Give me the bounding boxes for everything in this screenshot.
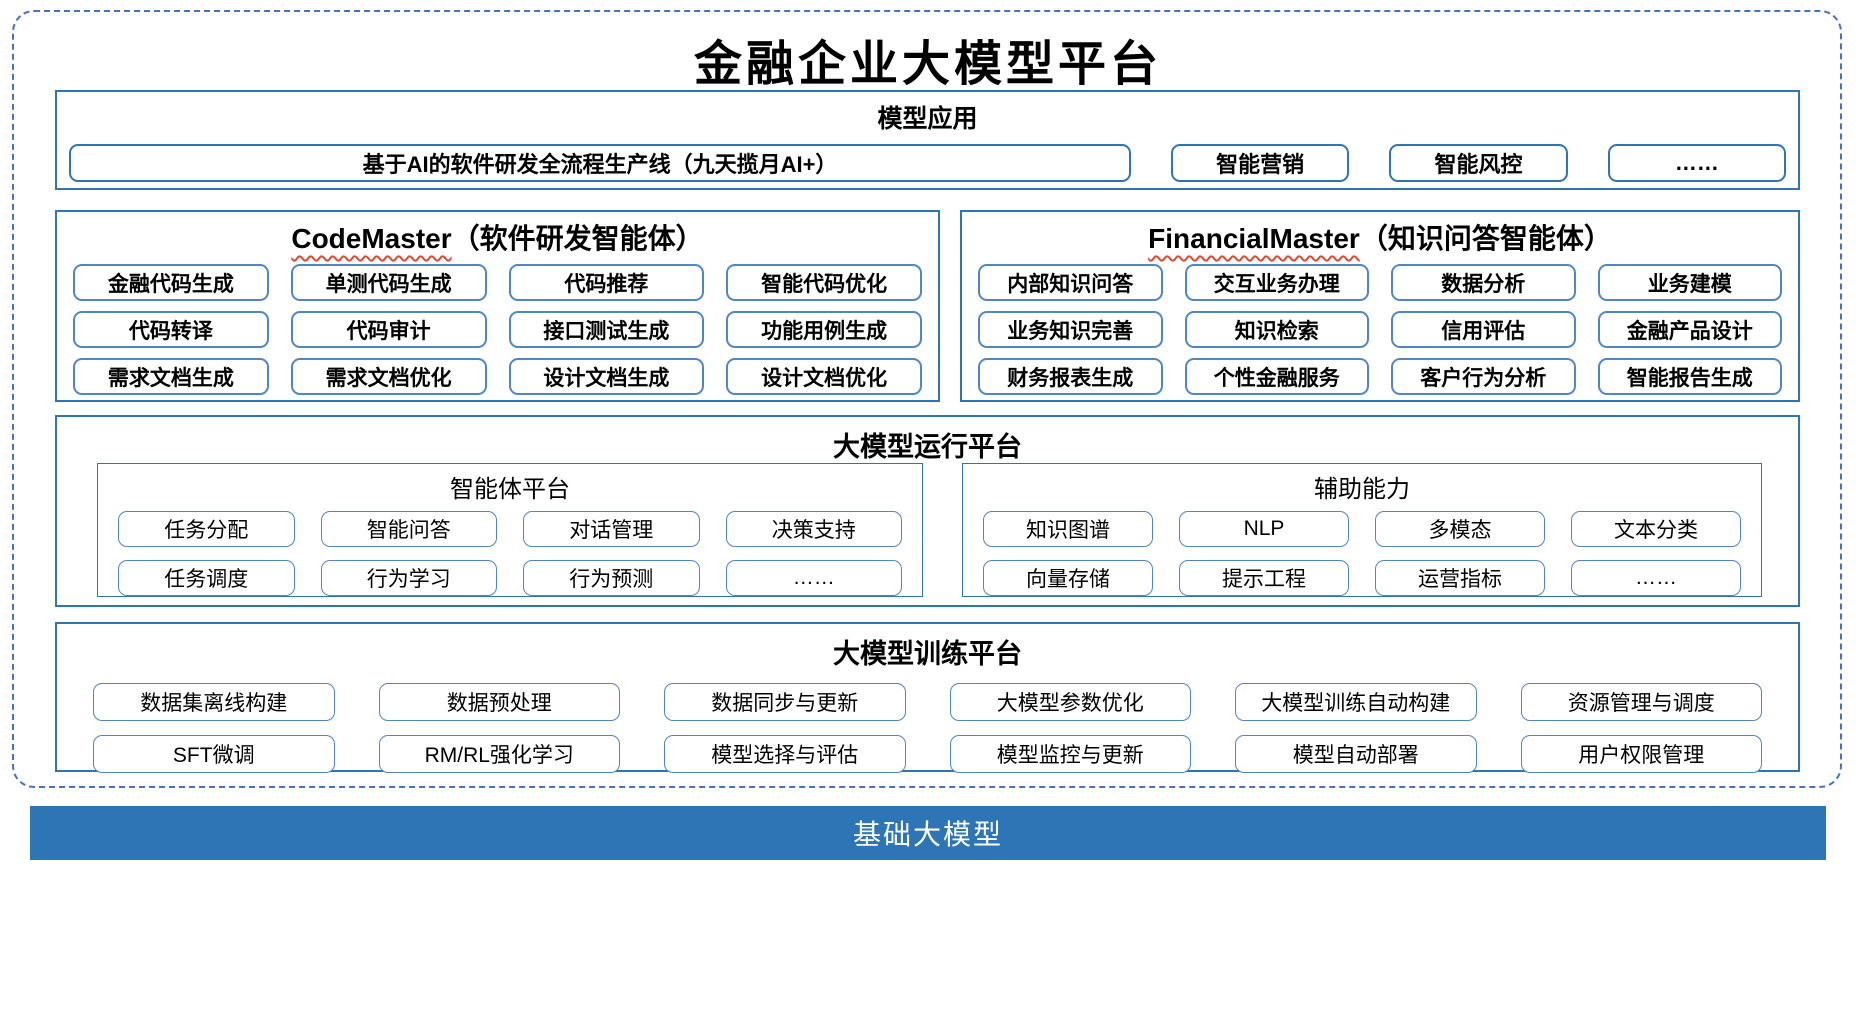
- section-runtime-platform: 大模型运行平台 智能体平台 任务分配 智能问答 对话管理 决策支持 任务调度 行…: [55, 415, 1800, 607]
- aux-ability-title: 辅助能力: [1314, 476, 1410, 503]
- training-item: 用户权限管理: [1520, 735, 1762, 773]
- financialmaster-item: 金融产品设计: [1597, 311, 1782, 348]
- agent-platform-grid: 任务分配 智能问答 对话管理 决策支持 任务调度 行为学习 行为预测 ……: [118, 511, 902, 596]
- training-item: 大模型训练自动构建: [1235, 683, 1477, 721]
- financialmaster-item: 业务知识完善: [978, 311, 1163, 348]
- subpanel-aux-ability: 辅助能力 知识图谱 NLP 多模态 文本分类 向量存储 提示工程 运营指标 ……: [962, 463, 1762, 597]
- section-codemaster: CodeMaster（软件研发智能体） 金融代码生成 单测代码生成 代码推荐 智…: [55, 210, 940, 402]
- section-training-platform: 大模型训练平台 数据集离线构建 数据预处理 数据同步与更新 大模型参数优化 大模…: [55, 622, 1800, 773]
- codemaster-item: 需求文档优化: [290, 358, 487, 395]
- codemaster-item: 需求文档生成: [73, 358, 269, 395]
- agent-platform-item: 决策支持: [725, 511, 902, 547]
- codemaster-grid: 金融代码生成 单测代码生成 代码推荐 智能代码优化 代码转译 代码审计 接口测试…: [73, 264, 922, 395]
- app-box-ellipsis: ……: [1607, 144, 1786, 182]
- platform-dashed-border: [12, 10, 1842, 788]
- section-financialmaster: FinancialMaster（知识问答智能体） 内部知识问答 交互业务办理 数…: [960, 210, 1800, 402]
- model-applications-header: 模型应用: [877, 105, 978, 133]
- agent-platform-item: 任务分配: [118, 511, 295, 547]
- financialmaster-item: 知识检索: [1184, 311, 1369, 348]
- subpanel-agent-platform: 智能体平台 任务分配 智能问答 对话管理 决策支持 任务调度 行为学习 行为预测…: [97, 463, 923, 597]
- aux-ability-item: 文本分类: [1571, 511, 1741, 547]
- agent-platform-item: 行为预测: [523, 560, 700, 596]
- financialmaster-grid: 内部知识问答 交互业务办理 数据分析 业务建模 业务知识完善 知识检索 信用评估…: [978, 264, 1782, 395]
- financialmaster-item: 交互业务办理: [1184, 264, 1369, 301]
- codemaster-item: 设计文档生成: [508, 358, 705, 395]
- model-applications-row: 基于AI的软件研发全流程生产线（九天揽月AI+） 智能营销 智能风控 ……: [57, 144, 1798, 182]
- aux-ability-item: 多模态: [1375, 511, 1545, 547]
- aux-ability-item: 提示工程: [1179, 560, 1349, 596]
- training-platform-grid: 数据集离线构建 数据预处理 数据同步与更新 大模型参数优化 大模型训练自动构建 …: [93, 683, 1762, 773]
- codemaster-item: 代码转译: [73, 311, 269, 348]
- financialmaster-header: FinancialMaster（知识问答智能体）: [962, 217, 1798, 257]
- training-item: 大模型参数优化: [949, 683, 1191, 721]
- training-item: 数据集离线构建: [93, 683, 335, 721]
- aux-ability-item: 知识图谱: [983, 511, 1153, 547]
- agent-platform-item: 行为学习: [320, 560, 497, 596]
- codemaster-item: 单测代码生成: [290, 264, 487, 301]
- training-platform-header: 大模型训练平台: [833, 639, 1022, 669]
- agent-platform-item-ellipsis: ……: [725, 560, 902, 596]
- aux-ability-item: NLP: [1179, 511, 1349, 547]
- codemaster-name-en: CodeMaster: [291, 223, 452, 254]
- diagram-title: 金融企业大模型平台: [693, 36, 1162, 92]
- aux-ability-grid: 知识图谱 NLP 多模态 文本分类 向量存储 提示工程 运营指标 ……: [983, 511, 1741, 596]
- app-box: 智能营销: [1171, 144, 1350, 182]
- codemaster-item: 代码审计: [290, 311, 487, 348]
- financialmaster-item: 个性金融服务: [1184, 358, 1369, 395]
- aux-ability-item: 向量存储: [983, 560, 1153, 596]
- training-item: SFT微调: [93, 735, 335, 773]
- agent-platform-item: 对话管理: [523, 511, 700, 547]
- codemaster-item: 接口测试生成: [508, 311, 705, 348]
- financialmaster-name-en: FinancialMaster: [1148, 223, 1360, 254]
- financialmaster-item: 信用评估: [1391, 311, 1576, 348]
- aux-ability-item: 运营指标: [1375, 560, 1545, 596]
- base-model-bar: 基础大模型: [30, 806, 1826, 860]
- financialmaster-item: 业务建模: [1597, 264, 1782, 301]
- training-item: 模型选择与评估: [664, 735, 906, 773]
- financialmaster-item: 智能报告生成: [1597, 358, 1782, 395]
- financialmaster-item: 财务报表生成: [978, 358, 1163, 395]
- app-ai-pipeline-box: 基于AI的软件研发全流程生产线（九天揽月AI+）: [69, 144, 1131, 182]
- section-model-applications: 模型应用 基于AI的软件研发全流程生产线（九天揽月AI+） 智能营销 智能风控 …: [55, 90, 1800, 190]
- financialmaster-name-zh: （知识问答智能体）: [1359, 223, 1612, 254]
- codemaster-item: 代码推荐: [508, 264, 705, 301]
- codemaster-header: CodeMaster（软件研发智能体）: [57, 217, 938, 257]
- base-model-label: 基础大模型: [852, 819, 1003, 850]
- agent-platform-title: 智能体平台: [450, 476, 570, 503]
- codemaster-item: 金融代码生成: [73, 264, 269, 301]
- agent-platform-item: 任务调度: [118, 560, 295, 596]
- training-item: 模型自动部署: [1235, 735, 1477, 773]
- aux-ability-item-ellipsis: ……: [1571, 560, 1741, 596]
- codemaster-item: 智能代码优化: [726, 264, 922, 301]
- financialmaster-item: 数据分析: [1391, 264, 1576, 301]
- training-item: RM/RL强化学习: [378, 735, 620, 773]
- codemaster-item: 设计文档优化: [726, 358, 922, 395]
- training-item: 数据预处理: [378, 683, 620, 721]
- app-box: 智能风控: [1389, 144, 1568, 182]
- training-item: 数据同步与更新: [664, 683, 906, 721]
- training-item: 模型监控与更新: [949, 735, 1191, 773]
- codemaster-name-zh: （软件研发智能体）: [451, 223, 704, 254]
- financialmaster-item: 内部知识问答: [978, 264, 1163, 301]
- runtime-platform-header: 大模型运行平台: [833, 432, 1022, 462]
- training-item: 资源管理与调度: [1520, 683, 1762, 721]
- financialmaster-item: 客户行为分析: [1391, 358, 1576, 395]
- codemaster-item: 功能用例生成: [726, 311, 922, 348]
- agent-platform-item: 智能问答: [320, 511, 497, 547]
